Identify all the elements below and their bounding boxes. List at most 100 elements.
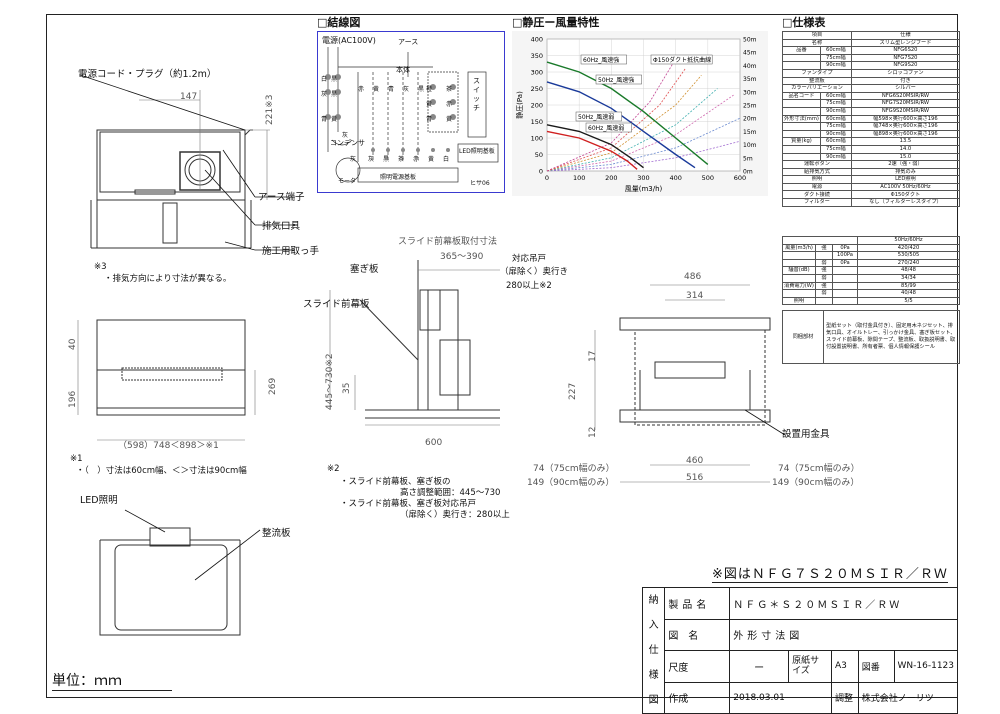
spec-key: 品番 [782, 46, 821, 55]
accessory-label: 同梱部材 [782, 310, 824, 364]
spec-key [782, 144, 821, 154]
y2-tick-label: 30m [743, 89, 757, 96]
spec-key: 電源 [782, 182, 852, 192]
perf-key [782, 273, 816, 283]
perf-value: 34/34 [857, 273, 960, 283]
perf-speed: 弱 [815, 273, 833, 283]
wire-color-label: 白 [321, 76, 328, 83]
perf-head-blank [782, 236, 858, 245]
dim-17: 17 [588, 350, 598, 362]
duct-curve [546, 68, 686, 172]
spec-value: 13.5 [850, 137, 961, 146]
spec-row: ファンタイプシロッコファン [782, 68, 961, 78]
y-tick-label: 300 [531, 69, 543, 77]
wire-color-label: 赤 [358, 86, 365, 93]
handle-label: 施工用取っ手 [262, 246, 320, 257]
spec-row: 90cm幅幅898×奥行600×高さ196 [782, 129, 961, 139]
y2-tick-label: 0m [743, 169, 753, 176]
perf-value: 85/99 [857, 281, 960, 291]
note2-mark: ※2 [327, 464, 340, 474]
spec-key: 外形寸法(mm) [782, 114, 821, 124]
spec-sub: 60cm幅 [819, 114, 852, 124]
title-side-4: 様 [648, 670, 659, 681]
x-tick-label: 200 [605, 174, 617, 182]
title-side-cell: 納 入 仕 様 図 [641, 587, 666, 714]
wire-color-label: 黄 [428, 156, 435, 163]
wiring-led-board: LED照明基板 [459, 148, 495, 155]
y2-tick-label: 15m [743, 129, 757, 136]
x-tick-label: 0 [545, 174, 549, 182]
spec-key [782, 99, 821, 108]
note1-mark: ※1 [70, 454, 83, 464]
wire-color-label: 灰 [321, 91, 328, 98]
spec-sub: 75cm幅 [819, 99, 852, 108]
wire-color-label: 黄 [446, 116, 453, 123]
perf-pressure [832, 296, 858, 306]
rectifier-label: 整流板 [262, 528, 291, 539]
spec-row: 項目仕様 [782, 31, 961, 40]
perf-key: 照明 [782, 296, 816, 306]
wire-color-label: 黄 [426, 101, 433, 108]
perf-pressure [832, 281, 858, 291]
spec-sub: 75cm幅 [819, 144, 852, 154]
perf-speed [815, 296, 833, 306]
spec-value: 14.0 [850, 144, 961, 154]
spec-value: 幅748×奥行600×高さ196 [850, 122, 961, 131]
wiring-switch: スイッチ [473, 77, 480, 112]
note2-l3: ・スライド前幕板、塞ぎ板対応吊戸 [340, 499, 477, 509]
y-tick-label: 200 [531, 102, 543, 110]
wire-color-label: 青 [426, 116, 433, 123]
perf-value: 40/48 [857, 289, 960, 298]
dim-445: 445～730※2 [325, 353, 335, 410]
drawing-value: 外形寸法図 [729, 618, 958, 651]
cabinet-label-3: 280以上※2 [506, 281, 552, 291]
spec-sub: 90cm幅 [819, 61, 852, 70]
spec-sub: 90cm幅 [819, 152, 852, 162]
annotation-box [595, 74, 642, 85]
dim-74-left: 74（75cm幅のみ） [533, 464, 615, 474]
spec-key [782, 61, 821, 70]
led-label: LED照明 [80, 495, 118, 506]
perf-speed: 強 [815, 243, 833, 253]
duct-curve [546, 94, 734, 172]
spec-value: NFG9S20 [850, 61, 961, 70]
spec-value: 幅598×奥行600×高さ196 [850, 114, 961, 124]
spec-value: NFG9S20MSIR/RW [850, 106, 961, 116]
wiring-ctrl-board: 照明電源基板 [380, 174, 417, 181]
spec-value: NFG7S20 [850, 53, 961, 63]
front-view-drawing [77, 319, 256, 441]
pressure-title: □静圧ー風量特性 [512, 16, 600, 29]
annotation-box [650, 54, 713, 65]
perf-pressure: 0Pa [832, 258, 858, 268]
spec-sub: 90cm幅 [819, 106, 852, 116]
perf-head-value: 50Hz/60Hz [857, 236, 960, 245]
series-line [546, 81, 696, 169]
cabinet-label-2: （扉除く）奥行き [500, 267, 569, 277]
wire-color-label: 赤 [446, 101, 453, 108]
dim-147: 147 [180, 92, 198, 102]
y2-tick-label: 10m [743, 142, 757, 149]
wiring-condenser: コンデンサ [330, 139, 365, 147]
spec-key: 運転ボタン [782, 160, 852, 169]
wire-color-label: 黒 [418, 86, 425, 93]
wiring-title: □結線図 [317, 16, 361, 29]
spec-value: NFG6S20 [850, 46, 961, 55]
exhaust-label: 排気口具 [262, 221, 301, 232]
spec-row: 外形寸法(mm)60cm幅幅598×奥行600×高さ196 [782, 114, 961, 124]
spec-key: ダクト接続 [782, 190, 852, 200]
spec-value: 付き [850, 76, 961, 86]
annotation-label: 50Hz_風速弱 [578, 114, 614, 121]
perf-key [782, 289, 816, 298]
y-axis-label: 静圧(Pa) [515, 91, 524, 119]
wire-color-label: 青 [321, 116, 328, 123]
dim-314: 314 [686, 291, 704, 301]
product-value: ＮＦＧ＊Ｓ２０ＭＳＩＲ／ＲＷ [729, 587, 958, 620]
y2-tick-label: 35m [743, 76, 757, 83]
